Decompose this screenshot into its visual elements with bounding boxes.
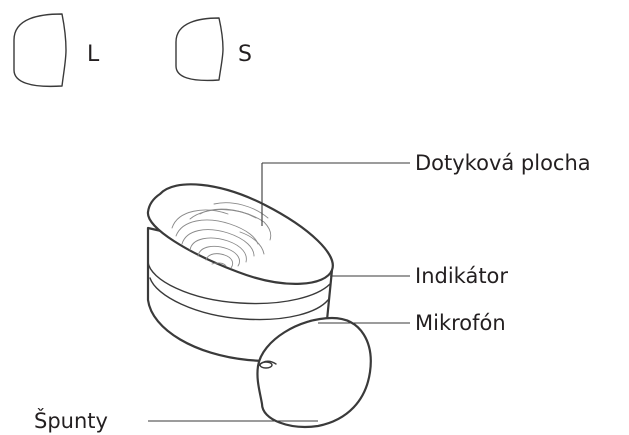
touch-area-label: Dotyková plocha (415, 151, 591, 175)
attached-ear-tip (256, 316, 372, 428)
ear-tip-small-label: S (238, 42, 252, 67)
ear-tip-large-label: L (87, 42, 100, 67)
fingerprint-touch-area (171, 202, 272, 269)
ear-tip-large: L (13, 13, 100, 88)
ear-tip-small: S (175, 17, 252, 82)
earbud-body (146, 183, 334, 362)
ear-tips-label: Špunty (34, 408, 108, 433)
microphone-label: Mikrofón (415, 311, 506, 335)
indicator-label: Indikátor (415, 264, 508, 288)
